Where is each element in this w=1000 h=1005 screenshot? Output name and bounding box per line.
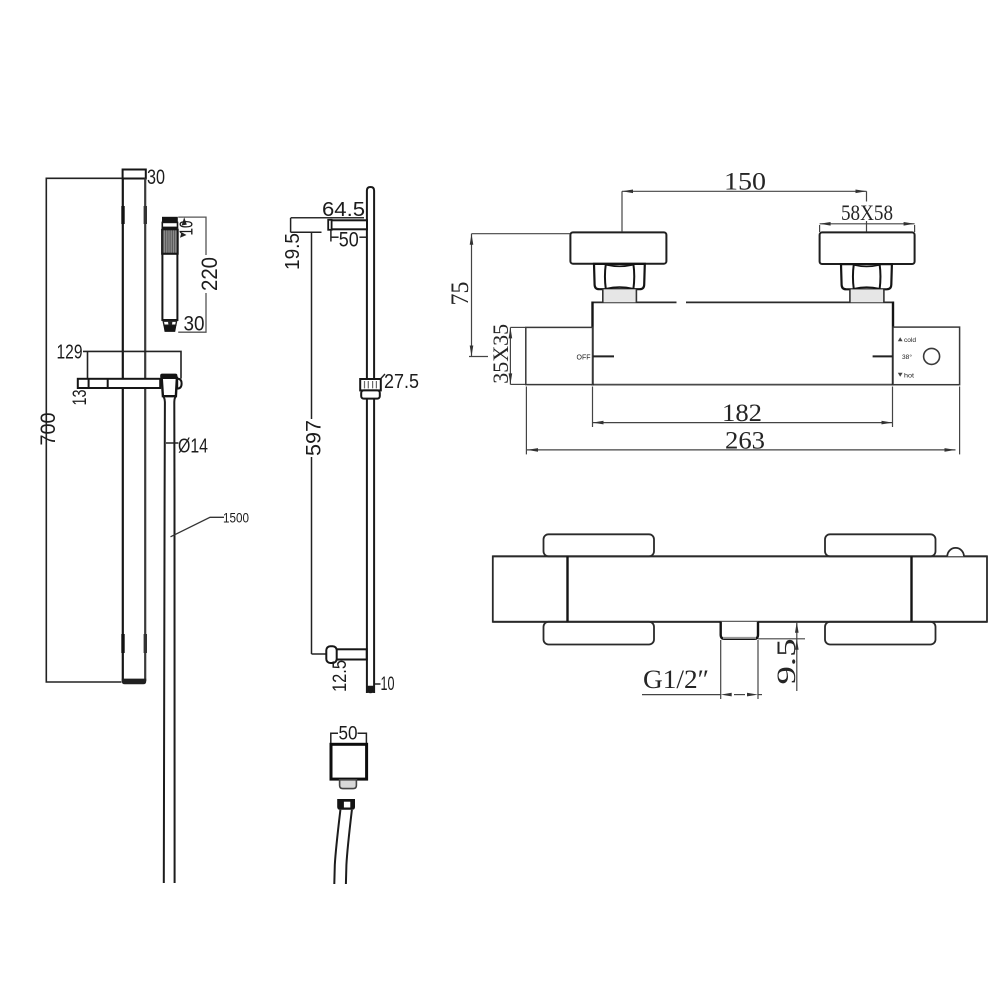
svg-text:58X58: 58X58 — [841, 200, 893, 225]
svg-text:129: 129 — [57, 342, 83, 364]
svg-text:263: 263 — [725, 428, 765, 455]
svg-text:700: 700 — [37, 413, 60, 446]
svg-text:13: 13 — [70, 390, 91, 406]
svg-text:35X35: 35X35 — [488, 324, 513, 384]
svg-text:1500: 1500 — [223, 510, 249, 526]
svg-text:597: 597 — [302, 420, 325, 456]
svg-text:OFF: OFF — [577, 355, 591, 362]
svg-text:cold: cold — [904, 338, 916, 344]
svg-text:10: 10 — [381, 674, 395, 695]
svg-text:75: 75 — [447, 282, 474, 306]
svg-text:12.5: 12.5 — [330, 660, 351, 692]
svg-text:220: 220 — [197, 257, 222, 291]
svg-text:10: 10 — [177, 221, 197, 236]
svg-text:182: 182 — [722, 400, 762, 427]
svg-text:9.5: 9.5 — [772, 639, 801, 685]
svg-text:150: 150 — [724, 169, 766, 196]
svg-text:38°: 38° — [902, 355, 913, 361]
svg-text:30: 30 — [147, 166, 165, 189]
svg-text:64.5: 64.5 — [322, 199, 365, 221]
svg-text:27.5: 27.5 — [384, 371, 419, 393]
svg-text:G1/2″: G1/2″ — [643, 665, 709, 694]
svg-text:Ø14: Ø14 — [178, 436, 208, 458]
svg-text:50: 50 — [339, 724, 358, 745]
svg-text:19.5: 19.5 — [282, 233, 304, 270]
svg-text:30: 30 — [184, 313, 205, 336]
svg-text:50: 50 — [339, 229, 359, 252]
svg-text:hot: hot — [904, 374, 914, 380]
